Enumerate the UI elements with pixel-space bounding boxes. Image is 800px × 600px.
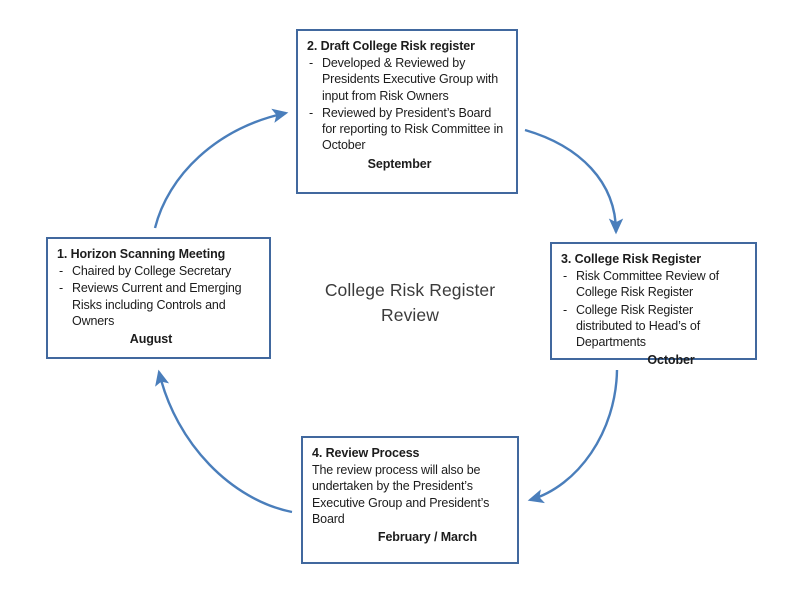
bullet-text: Risk Committee Review of College Risk Re… [576, 269, 719, 300]
node-review-process[interactable]: 4. Review Process The review process wil… [301, 436, 519, 564]
dash-glyph: - [309, 105, 314, 120]
node-4-month: February / March [377, 530, 478, 544]
dash-glyph: - [59, 264, 64, 278]
node-3-bullets: -Risk Committee Review of College Risk R… [561, 268, 747, 350]
node-2-title: 2. Draft College Risk register [307, 39, 475, 53]
list-item: -Risk Committee Review of College Risk R… [561, 268, 747, 301]
node-2-bullets: -Developed & Reviewed by Presidents Exec… [307, 55, 508, 154]
arrow-to-review-process [527, 369, 619, 504]
diagram-center-title: College Risk Register Review [280, 278, 540, 328]
list-item: -Chaired by College Secretary [57, 263, 261, 279]
bullet-text: College Risk Register distributed to Hea… [576, 302, 701, 350]
dash-glyph: - [59, 281, 64, 296]
arrow-to-draft-register [153, 108, 289, 229]
node-draft-college-risk-register[interactable]: 2. Draft College Risk register -Develope… [296, 29, 518, 194]
list-item: -Developed & Reviewed by Presidents Exec… [307, 55, 508, 104]
list-item: -College Risk Register distributed to He… [561, 302, 747, 351]
dash-glyph: - [309, 56, 314, 70]
node-college-risk-register[interactable]: 3. College Risk Register -Risk Committee… [550, 242, 757, 367]
bullet-text: Reviewed by President’s Board for report… [322, 105, 504, 153]
arrow-to-college-register [524, 128, 624, 235]
node-1-bullets: -Chaired by College Secretary -Reviews C… [57, 263, 261, 329]
node-3-title: 3. College Risk Register [561, 252, 702, 266]
arrow-to-horizon-scanning [155, 369, 293, 514]
bullet-text: Reviews Current and Emerging Risks inclu… [72, 281, 242, 328]
bullet-text: Chaired by College Secretary [72, 264, 232, 278]
node-1-title: 1. Horizon Scanning Meeting [57, 247, 226, 261]
node-1-month: August [129, 332, 173, 346]
node-4-title: 4. Review Process [312, 446, 420, 460]
node-3-month: October [647, 353, 695, 368]
node-horizon-scanning-meeting[interactable]: 1. Horizon Scanning Meeting -Chaired by … [46, 237, 271, 359]
dash-glyph: - [563, 302, 568, 317]
list-item: -Reviewed by President’s Board for repor… [307, 105, 508, 154]
center-title-line-1: College Risk Register [324, 280, 496, 300]
center-title-line-2: Review [381, 304, 439, 325]
node-4-paragraph: The review process will also be undertak… [312, 463, 490, 526]
bullet-text: Developed & Reviewed by Presidents Execu… [322, 56, 498, 103]
dash-glyph: - [563, 269, 568, 283]
node-2-month: September [367, 156, 432, 171]
list-item: -Reviews Current and Emerging Risks incl… [57, 280, 261, 329]
